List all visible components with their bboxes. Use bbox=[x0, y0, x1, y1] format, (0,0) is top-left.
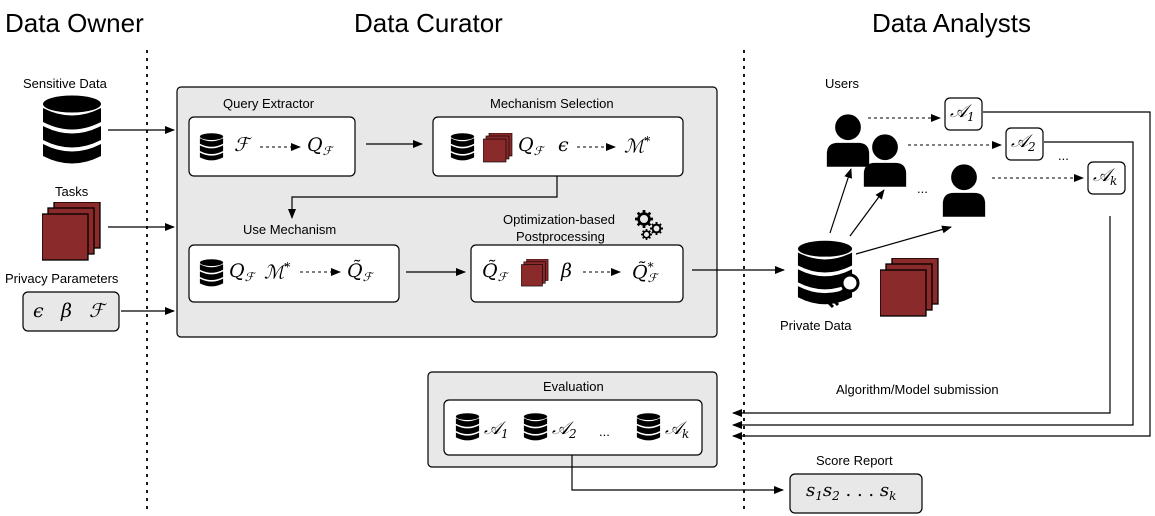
arrow-alg1-to-eval bbox=[732, 111, 1151, 440]
label-tasks: Tasks bbox=[55, 184, 89, 199]
pp-beta: β bbox=[561, 260, 572, 282]
label-ellipsis-users: ... bbox=[917, 181, 928, 196]
qe-input: ℱ bbox=[234, 134, 249, 156]
param-epsilon: ϵ bbox=[33, 300, 44, 322]
algorithm-2: 𝒜2 bbox=[1011, 131, 1036, 154]
label-ellipsis-algorithms: ... bbox=[1058, 148, 1069, 163]
title-score-report: Score Report bbox=[816, 453, 893, 468]
sensitive-data-icon bbox=[43, 95, 101, 164]
ms-output: ℳ* bbox=[624, 134, 651, 158]
um-output: Q̃ℱ bbox=[347, 260, 373, 284]
eval-item-2: 𝒜2 bbox=[552, 418, 577, 441]
title-postprocessing-line2: Postprocessing bbox=[516, 229, 605, 244]
title-postprocessing-line1: Optimization-based bbox=[503, 212, 615, 227]
use-mechanism-box bbox=[188, 244, 400, 303]
um-query: Qℱ bbox=[229, 260, 255, 284]
postprocessing-box bbox=[470, 244, 684, 303]
label-private-data: Private Data bbox=[780, 318, 852, 333]
label-sensitive-data: Sensitive Data bbox=[23, 76, 107, 91]
arrow-alg2-to-eval bbox=[732, 141, 1134, 429]
label-privacy-parameters: Privacy Parameters bbox=[5, 271, 119, 286]
private-database-icon bbox=[797, 240, 853, 305]
um-mechanism: ℳ* bbox=[264, 260, 291, 284]
private-tasks-icon bbox=[880, 258, 939, 317]
title-mechanism-selection: Mechanism Selection bbox=[490, 96, 614, 111]
evaluation-box bbox=[443, 399, 703, 456]
eval-ellipsis: ... bbox=[599, 424, 610, 439]
param-beta: β bbox=[61, 300, 72, 322]
arrow-selection-to-use bbox=[288, 176, 558, 219]
pp-input: Q̃ℱ bbox=[482, 260, 508, 284]
header-data-curator: Data Curator bbox=[354, 8, 503, 38]
tasks-icon bbox=[483, 133, 513, 163]
arrow-private-to-user3 bbox=[855, 225, 952, 255]
title-evaluation: Evaluation bbox=[543, 379, 604, 394]
tasks-icon bbox=[42, 202, 101, 261]
eval-item-1: 𝒜1 bbox=[484, 418, 509, 441]
score-report-box bbox=[789, 473, 923, 514]
algorithm-box-k bbox=[1087, 161, 1126, 195]
arrow-algk-to-eval bbox=[732, 216, 1111, 417]
algorithm-box-2 bbox=[1005, 127, 1044, 161]
param-family: ℱ bbox=[89, 300, 104, 322]
user-icon bbox=[863, 134, 907, 187]
eval-item-k: 𝒜k bbox=[665, 418, 690, 441]
label-submission: Algorithm/Model submission bbox=[836, 382, 999, 397]
user-icon bbox=[942, 164, 986, 217]
privacy-parameters-box bbox=[22, 291, 120, 332]
header-data-owner: Data Owner bbox=[5, 8, 144, 38]
ms-query: Qℱ bbox=[518, 134, 544, 158]
algorithm-k: 𝒜k bbox=[1093, 165, 1118, 188]
arrow-private-to-user1 bbox=[829, 168, 852, 234]
user-icon bbox=[826, 114, 870, 167]
ms-epsilon: ϵ bbox=[558, 134, 569, 156]
header-data-analysts: Data Analysts bbox=[872, 8, 1031, 38]
key-icon bbox=[827, 273, 860, 309]
arrow-eval-to-score bbox=[571, 455, 784, 494]
score-values: s1s2 . . . sk bbox=[806, 480, 897, 503]
tasks-icon bbox=[521, 259, 549, 287]
arrow-private-to-user2 bbox=[849, 189, 885, 237]
title-use-mechanism: Use Mechanism bbox=[243, 222, 337, 237]
algorithm-box-1 bbox=[944, 97, 983, 131]
label-users: Users bbox=[825, 76, 859, 91]
title-query-extractor: Query Extractor bbox=[223, 96, 315, 111]
algorithm-1: 𝒜1 bbox=[950, 101, 975, 124]
pp-output: Q̃*ℱ bbox=[632, 260, 658, 286]
qe-output: Qℱ bbox=[307, 134, 333, 158]
